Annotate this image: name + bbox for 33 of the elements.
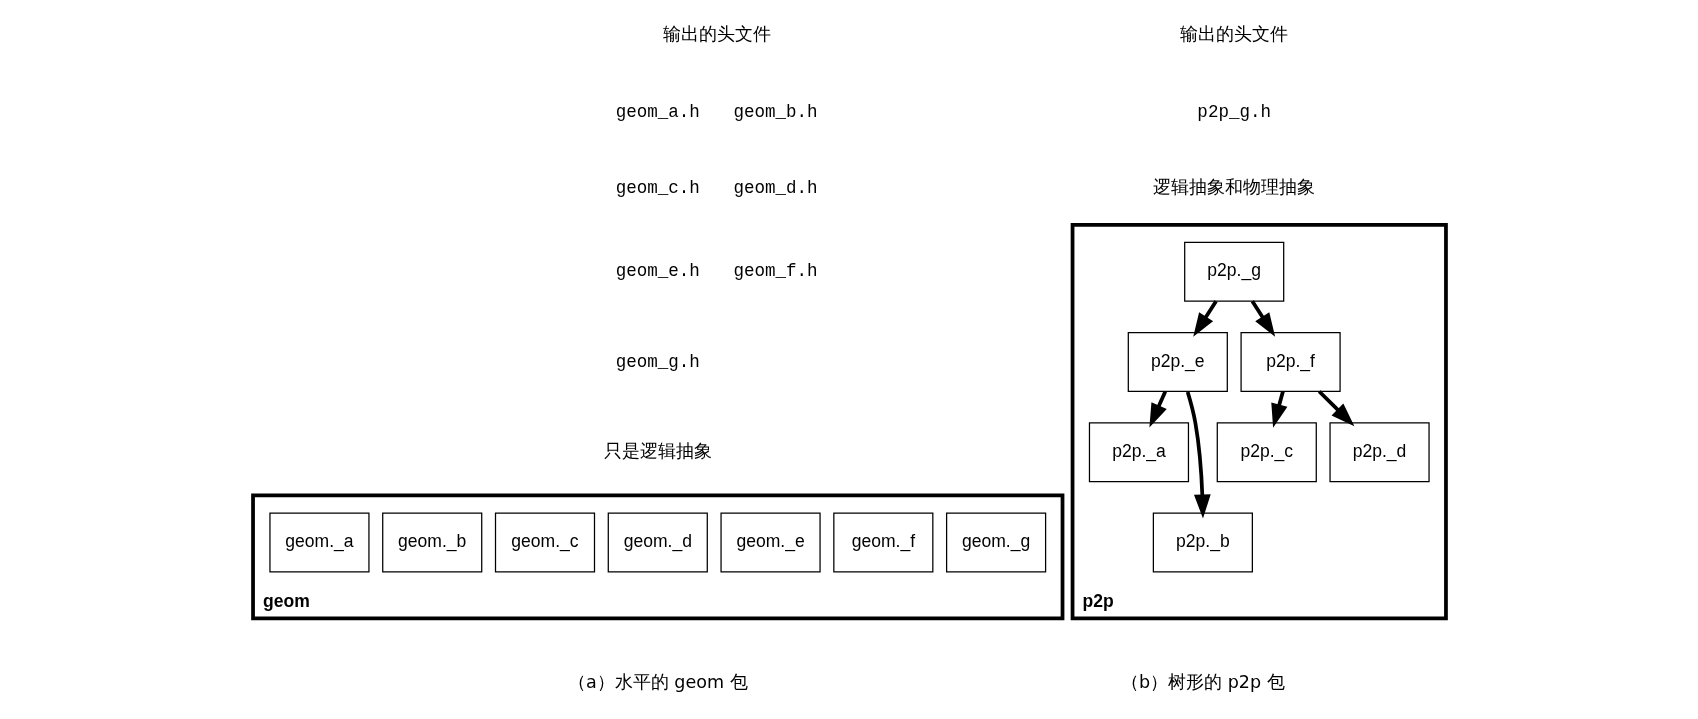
arrow bbox=[1148, 390, 1167, 428]
node-box: p2p._c bbox=[1216, 422, 1317, 483]
arrow bbox=[1192, 300, 1218, 337]
label: 输出的头文件 bbox=[1179, 24, 1288, 45]
label: geom_a.h bbox=[615, 101, 700, 122]
node-box: geom._e bbox=[719, 512, 821, 573]
node-box: p2p._e bbox=[1127, 331, 1228, 393]
label: 只是逻辑抽象 bbox=[603, 440, 712, 461]
arrow bbox=[1185, 391, 1211, 519]
label: 输出的头文件 bbox=[662, 24, 771, 45]
label: p2p_g.h bbox=[1196, 101, 1271, 122]
node-box: geom._b bbox=[381, 512, 482, 573]
arrow bbox=[1250, 300, 1275, 337]
node-box: p2p._g bbox=[1183, 241, 1284, 302]
label: （a）水平的 geom 包 bbox=[567, 672, 748, 693]
label: geom_g.h bbox=[615, 351, 700, 372]
node-box: geom._c bbox=[494, 512, 595, 573]
node-box: geom._g bbox=[945, 512, 1046, 573]
node-box: p2p._b bbox=[1152, 512, 1253, 573]
label: geom_e.h bbox=[615, 261, 700, 282]
node-box: geom._a bbox=[268, 512, 370, 573]
arrow bbox=[1317, 390, 1354, 427]
label: geom_f.h bbox=[732, 261, 818, 282]
node-box: geom._d bbox=[607, 512, 708, 573]
node-box: geom._f bbox=[832, 512, 933, 573]
label: 逻辑抽象和物理抽象 bbox=[1152, 177, 1315, 198]
label: geom_d.h bbox=[732, 178, 818, 199]
node-box: p2p._d bbox=[1328, 422, 1430, 483]
node-box: p2p._a bbox=[1088, 422, 1189, 483]
label: （b）树形的 p2p 包 bbox=[1120, 672, 1285, 693]
label: geom_c.h bbox=[615, 178, 700, 199]
node-box: p2p._f bbox=[1239, 331, 1341, 393]
label: geom_b.h bbox=[732, 101, 818, 122]
